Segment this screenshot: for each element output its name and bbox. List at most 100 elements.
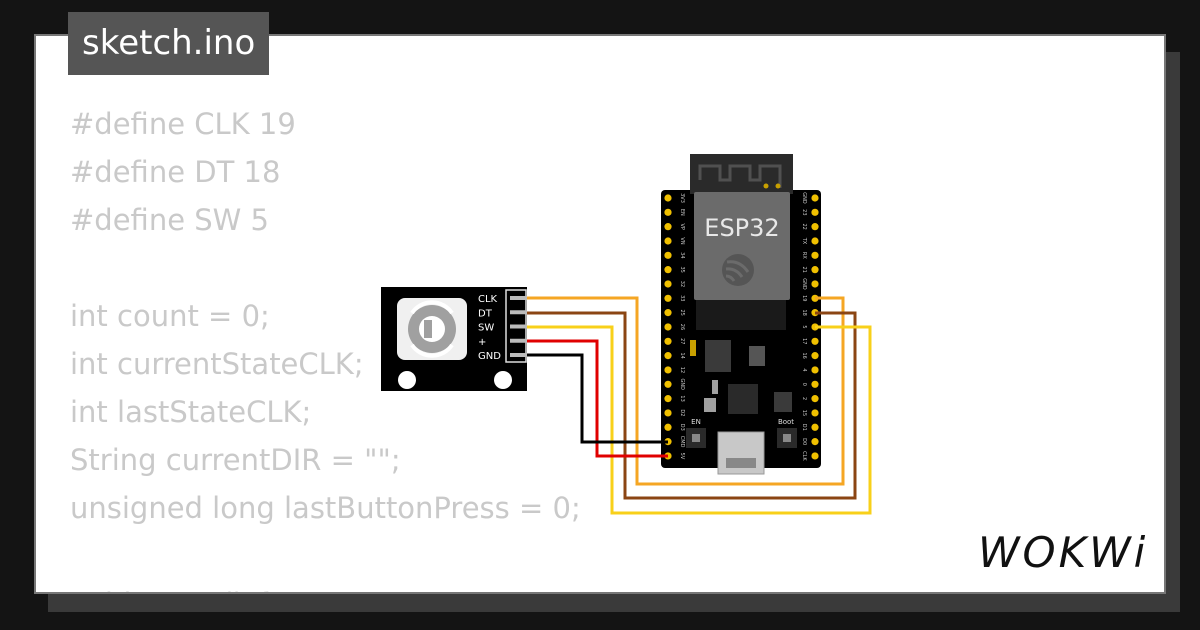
board-pin-left[interactable] (664, 194, 672, 202)
wire-dt[interactable] (527, 311, 857, 500)
encoder-pin[interactable] (510, 296, 527, 300)
board-pin-right[interactable] (811, 208, 819, 216)
board-pin-right[interactable] (811, 423, 819, 431)
board-pin-label: RX (801, 252, 807, 259)
board-pin-right[interactable] (811, 452, 819, 460)
board-pin-left[interactable] (664, 251, 672, 259)
board-pin-label: 19 (801, 295, 807, 301)
board-pin-left[interactable] (664, 366, 672, 374)
board-pin-right[interactable] (811, 337, 819, 345)
board-pin-label: 3V3 (679, 193, 685, 203)
board-pin-left[interactable] (664, 266, 672, 274)
board-pin-right[interactable] (811, 380, 819, 388)
encoder-pin-label: DT (478, 308, 493, 319)
board-pin-left[interactable] (664, 395, 672, 403)
wire-sw[interactable] (527, 325, 872, 515)
board-pin-label: 15 (801, 410, 807, 416)
board-pin-label: 5 (801, 325, 807, 328)
regulator (705, 340, 731, 372)
mount-hole (494, 371, 512, 389)
board-pin-right[interactable] (811, 438, 819, 446)
code-line: String currentDIR = ""; (70, 443, 401, 477)
board-pin-label: 23 (801, 209, 807, 215)
board-pin-label: 27 (679, 338, 685, 344)
board-pin-left[interactable] (664, 280, 672, 288)
board-pin-right[interactable] (811, 352, 819, 360)
board-pin-label: 34 (679, 252, 685, 258)
board-pin-label: 25 (679, 309, 685, 315)
board-pin-label: 26 (679, 324, 685, 330)
encoder-pin-label: GND (478, 351, 501, 362)
file-title: sketch.ino (68, 12, 270, 75)
board-pin-label: 22 (801, 223, 807, 229)
left-pin-header: 3V3ENVPVN343532332526271412GND13D2D3CMD5… (664, 193, 685, 460)
antenna-trace-icon (698, 164, 782, 188)
board-pin-left[interactable] (664, 237, 672, 245)
board-pin-left[interactable] (664, 352, 672, 360)
board-pin-label: D1 (801, 424, 807, 431)
usb-chip (728, 384, 758, 414)
rotary-encoder[interactable]: CLK DT SW + GND (381, 287, 527, 391)
code-line: void setup() { (70, 580, 581, 592)
board-pin-right[interactable] (811, 366, 819, 374)
board-pin-label: CMD (679, 436, 685, 448)
encoder-pin[interactable] (510, 310, 527, 315)
board-pin-right[interactable] (811, 395, 819, 403)
board-pin-right[interactable] (811, 409, 819, 417)
board-pin-label: 0 (801, 383, 807, 386)
board-pin-left[interactable] (664, 294, 672, 302)
encoder-pin-label: + (478, 337, 486, 348)
board-pin-label: GND (801, 192, 807, 204)
code-line: int currentStateCLK; (70, 347, 364, 381)
board-pin-label: 32 (679, 281, 685, 287)
board-pin-label: VN (679, 237, 685, 244)
encoder-pin[interactable] (510, 338, 527, 343)
board-pin-left[interactable] (664, 409, 672, 417)
wokwi-logo: WOKWi (978, 528, 1149, 577)
board-label: ESP32 (704, 214, 779, 242)
encoder-pin-label: SW (478, 323, 494, 334)
board-pin-label: 2 (801, 397, 807, 400)
board-pin-right[interactable] (811, 266, 819, 274)
module-shield (694, 192, 790, 300)
wire-clk[interactable] (527, 296, 845, 486)
board-pin-label: 18 (801, 309, 807, 315)
code-line: #define SW 5 (70, 203, 270, 237)
board-pin-right[interactable] (811, 251, 819, 259)
board-pin-left[interactable] (664, 223, 672, 231)
board-pin-label: D3 (679, 424, 685, 431)
wire-gnd[interactable] (527, 353, 668, 444)
wires (527, 296, 872, 515)
board-pin-label: GND (801, 278, 807, 290)
board-pin-label: 16 (801, 352, 807, 358)
board-pin-label: 33 (679, 295, 685, 301)
board-pin-label: D2 (679, 409, 685, 416)
board-pin-label: GND (679, 379, 685, 391)
encoder-pin-label: CLK (478, 294, 498, 305)
board-pin-label: 21 (801, 266, 807, 272)
board-pin-right[interactable] (811, 223, 819, 231)
code-line: int lastStateCLK; (70, 395, 312, 429)
board-pin-left[interactable] (664, 208, 672, 216)
encoder-pin[interactable] (510, 324, 527, 329)
esp32-board[interactable]: ESP32 EN Boot 3V3ENVPVN34353233252627141… (661, 154, 821, 475)
board-pin-label: 13 (679, 395, 685, 401)
board-pin-right[interactable] (811, 280, 819, 288)
board-pin-left[interactable] (664, 423, 672, 431)
code-line: int count = 0; (70, 299, 270, 333)
code-line: #define CLK 19 (70, 107, 296, 141)
board-pin-right[interactable] (811, 237, 819, 245)
board-pin-left[interactable] (664, 337, 672, 345)
encoder-pin[interactable] (510, 353, 527, 357)
board-pin-label: VP (679, 223, 685, 229)
wire-vcc[interactable] (527, 339, 668, 458)
board-pin-label: CLK (801, 451, 807, 461)
board-pin-left[interactable] (664, 380, 672, 388)
board-pin-label: 12 (679, 367, 685, 373)
board-pin-right[interactable] (811, 194, 819, 202)
espressif-logo-icon (722, 254, 754, 286)
board-pin-left[interactable] (664, 323, 672, 331)
board-pin-left[interactable] (664, 309, 672, 317)
board-pin-label: TX (801, 237, 807, 245)
